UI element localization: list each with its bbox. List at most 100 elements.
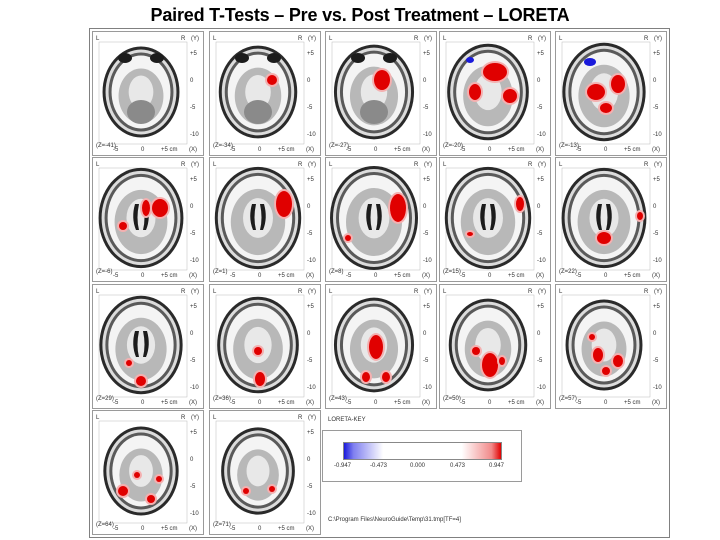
y-tick: +5 — [190, 51, 197, 57]
key-tick: 0.000 — [410, 463, 426, 469]
x-tick: -5 — [230, 400, 236, 406]
y-tick: +5 — [423, 177, 430, 183]
x-tick: (X) — [189, 147, 197, 153]
y-tick: -10 — [423, 258, 432, 264]
x-tick: +5 cm — [624, 400, 641, 406]
y-tick: -5 — [653, 358, 659, 364]
x-tick: (X) — [536, 400, 544, 406]
right-label: R — [528, 289, 533, 295]
y-axis-label: (Y) — [424, 36, 432, 42]
left-label: L — [213, 36, 217, 42]
right-label: R — [298, 289, 303, 295]
x-tick: (X) — [536, 273, 544, 279]
brain-slice-image — [561, 294, 651, 398]
x-tick: 0 — [488, 147, 492, 153]
x-tick: (X) — [422, 273, 430, 279]
x-tick: +5 cm — [278, 400, 295, 406]
y-tick: 0 — [307, 457, 311, 463]
left-label: L — [329, 289, 333, 295]
x-tick: +5 cm — [508, 400, 525, 406]
left-label: L — [96, 289, 100, 295]
y-axis-label: (Y) — [654, 289, 662, 295]
x-tick: -5 — [576, 400, 582, 406]
x-tick: 0 — [374, 400, 378, 406]
z-coordinate-label: (Z=8) — [329, 269, 344, 275]
y-axis-label: (Y) — [191, 415, 199, 421]
right-label: R — [644, 36, 649, 42]
right-label: R — [181, 162, 186, 168]
brain-slice-image — [331, 294, 421, 398]
x-tick: (X) — [189, 400, 197, 406]
x-tick: +5 cm — [278, 526, 295, 532]
y-tick: -5 — [307, 358, 313, 364]
x-tick: 0 — [374, 273, 378, 279]
left-label: L — [559, 162, 563, 168]
right-label: R — [298, 162, 303, 168]
y-tick: -10 — [307, 132, 316, 138]
x-tick: (X) — [536, 147, 544, 153]
x-tick: 0 — [258, 273, 262, 279]
y-tick: -5 — [307, 231, 313, 237]
x-tick: +5 cm — [161, 147, 178, 153]
brain-slice-image — [215, 294, 305, 398]
y-tick: -5 — [537, 231, 543, 237]
brain-slice-image — [215, 41, 305, 145]
y-tick: -10 — [190, 132, 199, 138]
loreta-key-title: LORETA-KEY — [328, 417, 366, 423]
y-tick: +5 — [190, 430, 197, 436]
x-tick: (X) — [422, 400, 430, 406]
x-tick: +5 cm — [508, 273, 525, 279]
y-tick: -5 — [190, 484, 196, 490]
x-tick: -5 — [113, 273, 119, 279]
y-axis-label: (Y) — [308, 162, 316, 168]
y-tick: -10 — [190, 258, 199, 264]
x-tick: -5 — [346, 400, 352, 406]
right-label: R — [298, 415, 303, 421]
z-coordinate-label: (Z=29) — [96, 396, 114, 402]
y-tick: +5 — [190, 304, 197, 310]
y-tick: -10 — [653, 132, 662, 138]
x-tick: +5 cm — [508, 147, 525, 153]
left-label: L — [96, 162, 100, 168]
x-tick: (X) — [306, 273, 314, 279]
x-tick: -5 — [460, 400, 466, 406]
y-tick: +5 — [307, 304, 314, 310]
right-label: R — [528, 36, 533, 42]
x-tick: 0 — [488, 400, 492, 406]
x-tick: 0 — [258, 147, 262, 153]
x-tick: +5 cm — [278, 147, 295, 153]
y-tick: 0 — [537, 78, 541, 84]
y-tick: -5 — [537, 358, 543, 364]
z-coordinate-label: (Z=-27) — [329, 143, 349, 149]
y-tick: -10 — [307, 385, 316, 391]
x-tick: +5 cm — [161, 526, 178, 532]
y-tick: -5 — [653, 105, 659, 111]
y-tick: +5 — [653, 51, 660, 57]
brain-slice-image — [215, 420, 305, 524]
y-tick: +5 — [190, 177, 197, 183]
y-tick: -10 — [537, 385, 546, 391]
right-label: R — [181, 415, 186, 421]
x-tick: 0 — [604, 273, 608, 279]
x-tick: (X) — [189, 526, 197, 532]
y-tick: -10 — [537, 132, 546, 138]
y-tick: -10 — [653, 258, 662, 264]
brain-slice-image — [330, 166, 421, 271]
brain-slice-image — [444, 166, 535, 271]
z-coordinate-label: (Z=-6) — [96, 269, 113, 275]
y-tick: 0 — [537, 331, 541, 337]
y-tick: 0 — [653, 331, 657, 337]
